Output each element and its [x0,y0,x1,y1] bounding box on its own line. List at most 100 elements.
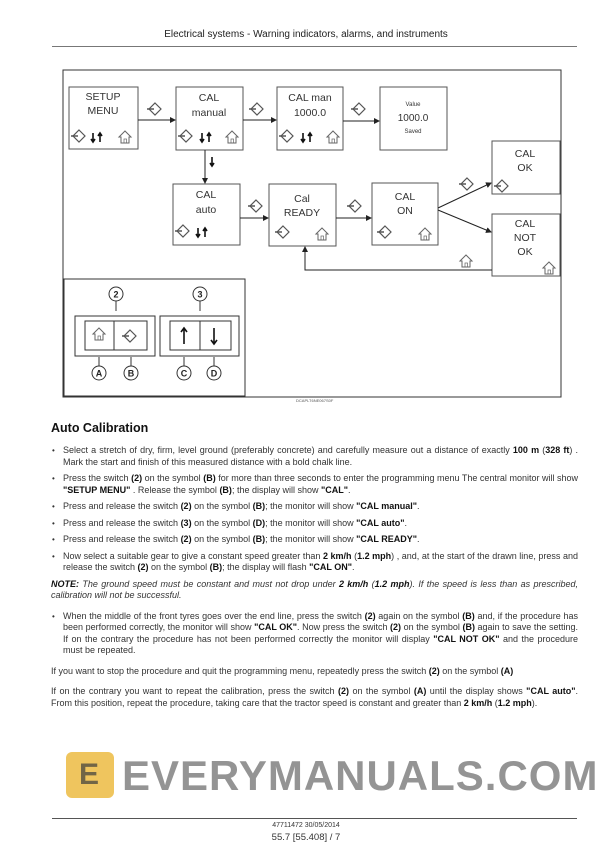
text-run: . [404,517,408,528]
box-cal-ready-l1: Cal [294,193,310,205]
text-run: . [352,562,355,572]
text-run: on the symbol [191,501,253,511]
text-run: (B) [203,473,216,483]
box-cal-man-l1: CAL man [288,92,332,104]
bullet-item: Press the switch (2) on the symbol (B) f… [51,473,578,496]
text-run: ; the monitor will show [265,534,357,544]
paragraph-repeat: If on the contrary you want to repeat th… [51,686,578,709]
text-run: "CAL NOT OK" [433,633,500,644]
text-run: (2) [428,665,440,676]
diagram-frame [62,69,562,398]
home-icon [92,327,106,341]
text-run: ; the display will flash [222,562,310,572]
bullet-item: Press and release the switch (2) on the … [51,534,578,546]
text-run: ( [351,550,358,561]
symbol-b-label: B [128,369,135,379]
arrow-up-icon [180,326,188,344]
text-run: ). If the speed is less than as prescrib… [51,578,578,601]
text-run: (A) [500,665,514,676]
symbol-a-label: A [96,369,103,379]
text-run: NOTE: [51,578,79,589]
text-run: Press and release the switch [63,534,181,544]
text-run: ; the monitor will show [265,517,357,528]
text-run: ( [368,578,375,589]
symbol-c-label: C [181,369,188,379]
watermark: EVERYMANUALS.COM [122,752,599,799]
text-run: again to save the setting. If on the con… [63,622,578,644]
text-run: (B) [462,610,475,621]
text-run: Select a stretch of dry, firm, level gro… [63,445,513,455]
paragraph-stop: If you want to stop the procedure and qu… [51,666,578,678]
watermark-logo-letter: E [79,758,100,791]
text-run: (B) [219,484,232,495]
text-run: . Release the symbol [130,484,220,495]
box-cal-ok-l1: CAL [515,148,536,160]
section-body: Select a stretch of dry, firm, level gro… [51,445,578,718]
box-cal-manual-l1: CAL [199,92,220,104]
text-run: on the symbol [349,686,414,696]
footer-page-number: 55.7 [55.408] / 7 [271,832,341,843]
box-cal-not-ok-l1: CAL [515,218,536,230]
text-run: until the display shows [426,686,527,696]
box-cal-ok-l2: OK [517,162,532,174]
text-run: "CAL" [320,484,349,495]
text-run: When the middle of the front tyres goes … [63,610,365,621]
box-value-l3: Saved [404,129,421,135]
text-run: 1.2 mph [357,550,392,561]
bullet-item: Now select a suitable gear to give a con… [51,551,578,574]
text-run: "CAL auto" [526,686,576,696]
text-run: (2) [180,534,192,544]
text-run: on the symbol [142,473,204,483]
symbol-d-label: D [211,369,218,379]
bullet-item: Press and release the switch (3) on the … [51,518,578,530]
switch-legend-frame [63,278,246,397]
text-run: 2 km/h [463,697,493,708]
text-run: and the procedure must be repeated. [63,633,578,656]
text-run: (2) [180,501,192,511]
text-run: again on the symbol [375,610,463,621]
text-run: . Now press the switch [297,622,391,632]
text-run: (D) [252,517,266,528]
text-run: "CAL manual" [356,501,418,511]
text-run: 328 ft [545,445,570,455]
text-run: for more than three seconds to enter the… [215,473,578,483]
text-run: 100 m [512,445,540,455]
box-cal-on-l2: ON [397,205,413,217]
text-run: ) . Mark the start and finish of this me… [63,445,579,467]
text-run: If you want to stop the procedure and qu… [51,665,429,676]
bullet-list-2: When the middle of the front tyres goes … [51,611,578,657]
box-cal-auto-l1: CAL [196,189,217,201]
text-run: (A) [413,686,427,696]
header-divider [52,46,577,47]
box-cal-ready-l2: READY [284,207,320,219]
text-run: Press and release the switch [63,517,181,528]
text-run: (B) [209,562,223,572]
text-run: ( [492,697,498,708]
box-cal-auto-l2: auto [196,204,217,216]
text-run: on the symbol [401,622,463,632]
text-run: The ground speed must be constant and mu… [79,578,339,589]
text-run: Press and release the switch [63,501,181,511]
text-run: If on the contrary you want to repeat th… [51,686,339,696]
text-run: . From this position, repeat the procedu… [51,686,579,708]
text-run: (2) [137,562,149,572]
text-run: on the symbol [191,517,253,528]
box-cal-not-ok-l3: OK [517,246,532,258]
box-cal-not-ok-l2: NOT [514,232,537,244]
bullet-list-1: Select a stretch of dry, firm, level gro… [51,445,578,574]
bullet-item: When the middle of the front tyres goes … [51,611,578,657]
watermark-logo: E [66,752,114,798]
arrow-down-icon [210,328,218,346]
text-run: (2) [390,622,402,632]
text-run: on the symbol [191,534,253,544]
text-run: (2) [338,686,350,696]
text-run: and, if the procedure has been performed… [63,610,578,633]
text-run: 2 km/h [338,578,369,589]
text-run: ( [539,445,546,455]
figure-code: DCAPLT6NE067S0F [296,398,334,403]
enter-icon [121,329,137,343]
text-run: "CAL auto" [356,517,405,528]
box-cal-manual-l2: manual [192,107,226,119]
box-setup-menu-l2: MENU [88,105,119,117]
text-run: . [417,534,420,544]
